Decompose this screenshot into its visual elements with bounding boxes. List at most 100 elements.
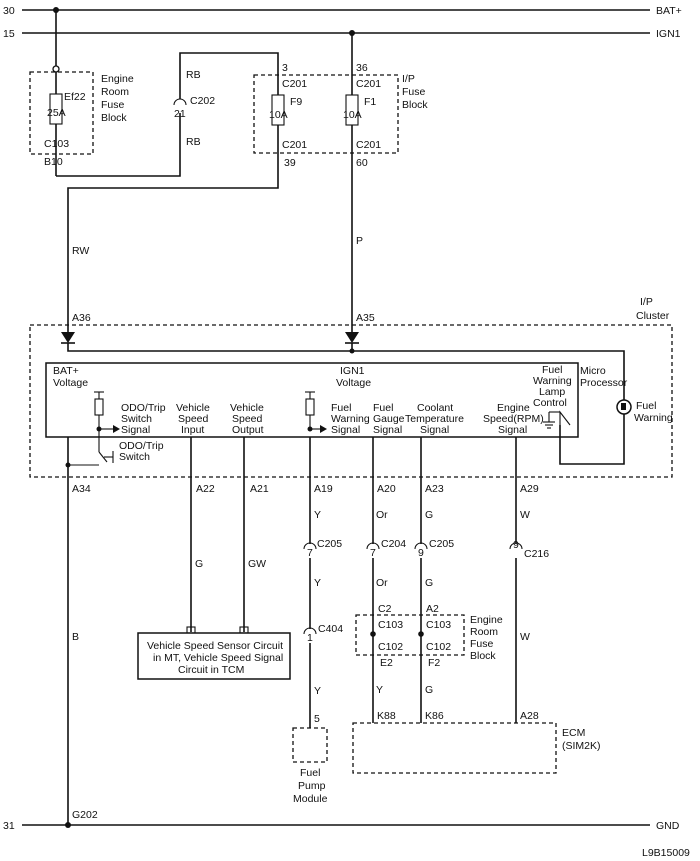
g-ecm-wire-label: G — [425, 684, 433, 696]
f9-name: F9 — [290, 96, 302, 108]
c404-pin: 1 — [307, 632, 313, 644]
engine-room-fuse-label-1: Engine — [101, 73, 134, 85]
rb-wire — [56, 113, 181, 177]
ef22-rating: 25A — [47, 107, 66, 119]
c204-pin: 7 — [370, 547, 376, 559]
w-wire-label-2: W — [520, 631, 530, 643]
c205-left-name: C205 — [317, 538, 342, 550]
fuel-pump-module-box — [292, 727, 328, 763]
ecm-label-2: (SIM2K) — [562, 740, 601, 752]
ign-voltage-label-2: Voltage — [336, 377, 371, 389]
ip-fuse-block-label-1: I/P — [402, 73, 415, 85]
odo-signal-label-2: Switch — [121, 413, 152, 425]
ign-rail-number: 15 — [3, 28, 15, 40]
ef22-fuse-terminal — [52, 65, 60, 73]
fwl-label-2: Warning — [533, 375, 572, 387]
c404-connector — [303, 627, 317, 635]
ef22-name: Ef22 — [64, 91, 86, 103]
cluster-supply-bus — [67, 343, 625, 400]
odo-signal-arrowhead — [113, 425, 120, 433]
bat-rail-number: 30 — [3, 5, 15, 17]
cluster-pin-a29: A29 — [520, 483, 539, 495]
f1-top-pin: 36 — [356, 62, 368, 74]
cluster-pin-a34: A34 — [72, 483, 91, 495]
c205-left-pin: 7 — [307, 547, 313, 559]
efb2-c103-left: C103 — [378, 619, 403, 631]
efb2-label-3: Fuse — [470, 638, 494, 650]
rpm-label-1: Engine — [497, 402, 530, 414]
fws-label-3: Signal — [331, 424, 360, 436]
y-wire-label-1: Y — [314, 509, 321, 521]
b-wire-label: B — [72, 631, 79, 643]
odo-switch-label-1: ODO/Trip — [119, 440, 164, 452]
rpm-label-3: Signal — [498, 424, 527, 436]
f9-bottom-connector: C201 — [282, 139, 307, 151]
efb2-a2: A2 — [426, 603, 439, 615]
fgs-label-3: Signal — [373, 424, 402, 436]
ip-fuse-block-box — [253, 74, 399, 154]
ign-voltage-label-1: IGN1 — [340, 365, 365, 377]
rw-wire — [67, 125, 279, 332]
vsi-label-3: Input — [181, 424, 204, 436]
or-wire-label-1: Or — [376, 509, 388, 521]
cluster-pin-a35: A35 — [356, 312, 375, 324]
bat-voltage-label-2: Voltage — [53, 377, 88, 389]
c103-right-splice — [418, 631, 424, 637]
cluster-pin-a20: A20 — [377, 483, 396, 495]
vss-line-3: Circuit in TCM — [178, 664, 244, 676]
or-wire-label-2: Or — [376, 577, 388, 589]
c404-name: C404 — [318, 623, 343, 635]
c205-right-pin: 9 — [418, 547, 424, 559]
efb2-e2: E2 — [380, 657, 393, 669]
a35-diode — [345, 332, 359, 343]
bat-voltage-label-1: BAT+ — [53, 365, 79, 377]
f1-bottom-pin: 60 — [356, 157, 368, 169]
micro-processor-box — [45, 362, 579, 438]
fwl-label-4: Control — [533, 397, 567, 409]
c202-pin: 21 — [174, 108, 186, 120]
fuel-pump-label-1: Fuel — [300, 767, 320, 779]
f1-top-connector: C201 — [356, 78, 381, 90]
rpm-label-2: Speed(RPM) — [483, 413, 544, 425]
c205-right-name: C205 — [429, 538, 454, 550]
ef22-connector: C103 — [44, 138, 69, 150]
c216-connector — [509, 542, 523, 550]
vsi-label-2: Speed — [178, 413, 209, 425]
c216-name: C216 — [524, 548, 549, 560]
efb2-c102-right: C102 — [426, 641, 451, 653]
y-wire-label-2: Y — [314, 577, 321, 589]
a36-diode — [61, 332, 75, 343]
cts-label-1: Coolant — [417, 402, 453, 414]
vss-line-1: Vehicle Speed Sensor Circuit — [147, 640, 283, 652]
c103-left-splice — [370, 631, 376, 637]
g-wire-label: G — [195, 558, 203, 570]
vsi-label-1: Vehicle — [176, 402, 210, 414]
efb2-label-2: Room — [470, 626, 498, 638]
rw-wire-label: RW — [72, 245, 89, 257]
f9-bottom-pin: 39 — [284, 157, 296, 169]
efb2-label-1: Engine — [470, 614, 503, 626]
c205-left-connector — [303, 542, 317, 550]
cluster-pin-a21: A21 — [250, 483, 269, 495]
fuel-pump-label-2: Pump — [298, 780, 326, 792]
c202-name: C202 — [190, 95, 215, 107]
bat-rail-label: BAT+ — [656, 5, 682, 17]
fgs-label-2: Gauge — [373, 413, 405, 425]
ecm-box — [352, 722, 557, 774]
f1-name: F1 — [364, 96, 376, 108]
efb2-c103-right: C103 — [426, 619, 451, 631]
diagram-code: L9B15009 — [642, 847, 690, 859]
efb2-c2: C2 — [378, 603, 392, 615]
vso-label-2: Speed — [232, 413, 263, 425]
lamp-label-2: Warning — [634, 412, 673, 424]
ip-cluster-title-1: I/P — [640, 296, 653, 308]
cluster-pin-a36: A36 — [72, 312, 91, 324]
ign-rail-label: IGN1 — [656, 28, 681, 40]
efb2-label-4: Block — [470, 650, 496, 662]
cluster-pin-a22: A22 — [196, 483, 215, 495]
g202-label: G202 — [72, 809, 98, 821]
fgs-label-1: Fuel — [373, 402, 393, 414]
c216-pin: 9 — [513, 539, 519, 551]
f1-rating: 10A — [343, 109, 362, 121]
g-coolant-label-1: G — [425, 509, 433, 521]
